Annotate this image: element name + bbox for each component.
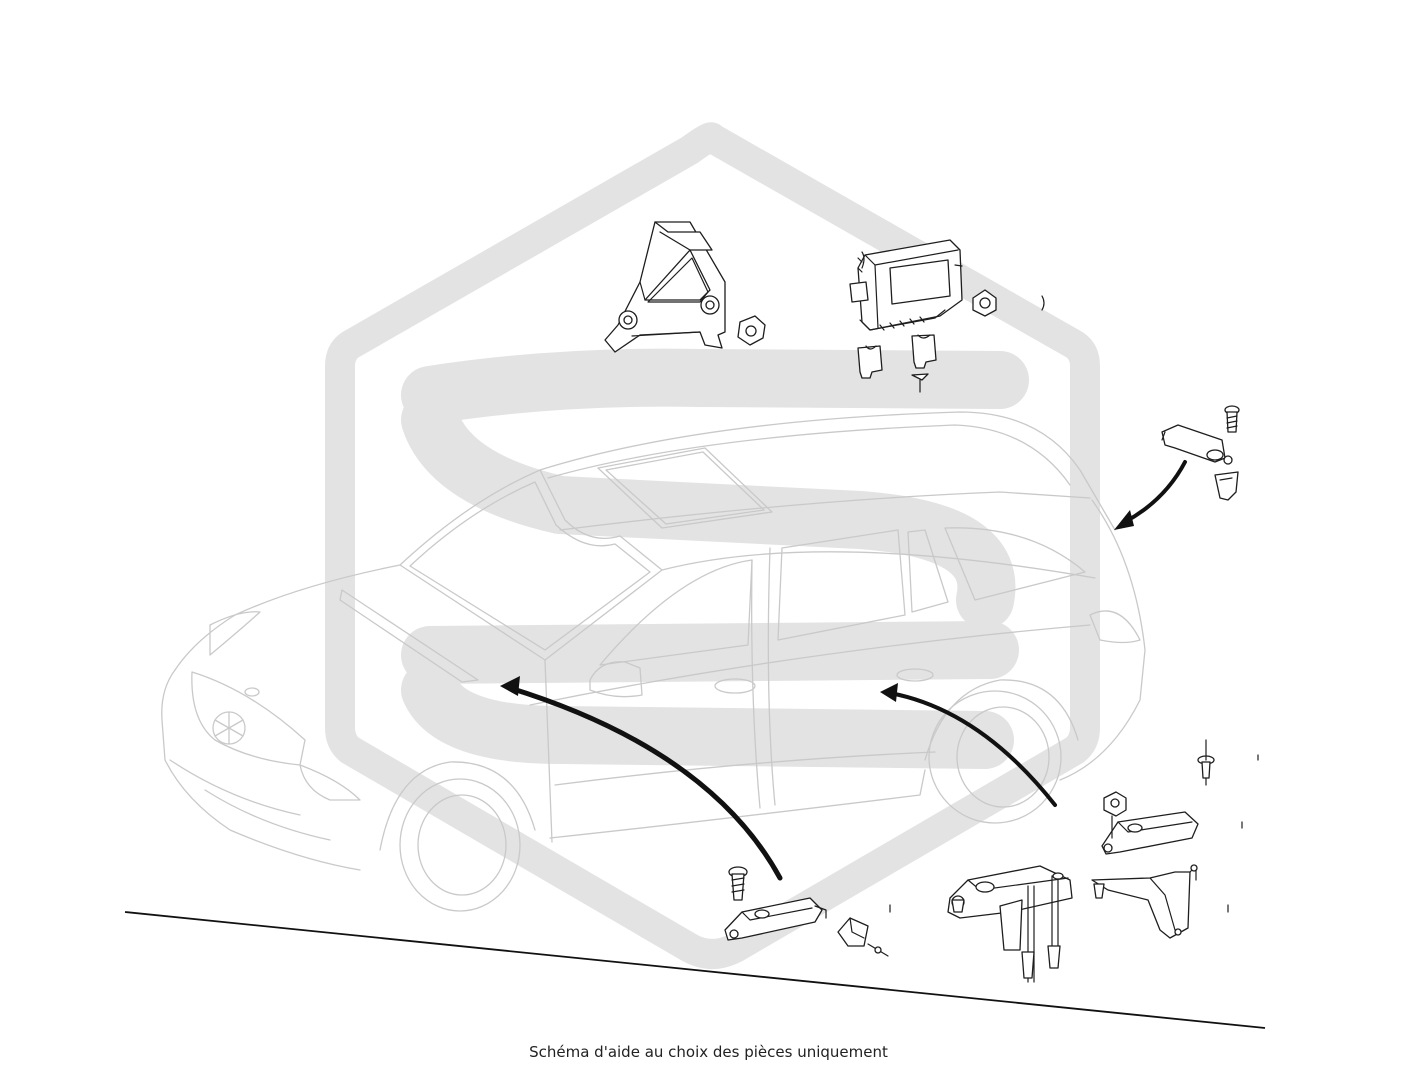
arrow-rear-sensor (1114, 460, 1187, 530)
bolt-icon (1224, 405, 1240, 433)
callout-mark (861, 251, 865, 269)
sensor-bracket-icon (1101, 811, 1199, 855)
arrow-side-sensor (880, 683, 1057, 807)
callout-mark (1227, 754, 1259, 913)
ground-line (124, 911, 1266, 1029)
triangular-mounting-bracket-icon (604, 221, 726, 353)
electrical-connector-icon (857, 345, 883, 379)
push-clip-icon (1214, 471, 1239, 501)
diagram-caption: Schéma d'aide au choix des pièces unique… (529, 1043, 888, 1061)
electrical-connector-icon (837, 917, 889, 957)
bolt-icon (728, 866, 748, 901)
control-unit-module-icon (849, 239, 963, 331)
rivet-icon (1197, 739, 1215, 786)
sensor-bracket-icon (724, 897, 827, 941)
callout-mark (1041, 295, 1045, 311)
hex-nut-icon (737, 315, 766, 346)
bolt-icon (951, 899, 965, 913)
sensor-bracket-icon (1161, 424, 1233, 465)
mounting-plate-icon (1091, 864, 1198, 939)
arrow-front-sensor (500, 676, 783, 881)
electrical-connector-icon (911, 334, 937, 369)
sensor-bracket-icon (947, 865, 1073, 983)
hex-nut-icon (1103, 791, 1127, 839)
bolt-icon (911, 373, 929, 393)
hex-nut-icon (972, 289, 997, 317)
mpv-vehicle-outline-icon (161, 411, 1146, 912)
